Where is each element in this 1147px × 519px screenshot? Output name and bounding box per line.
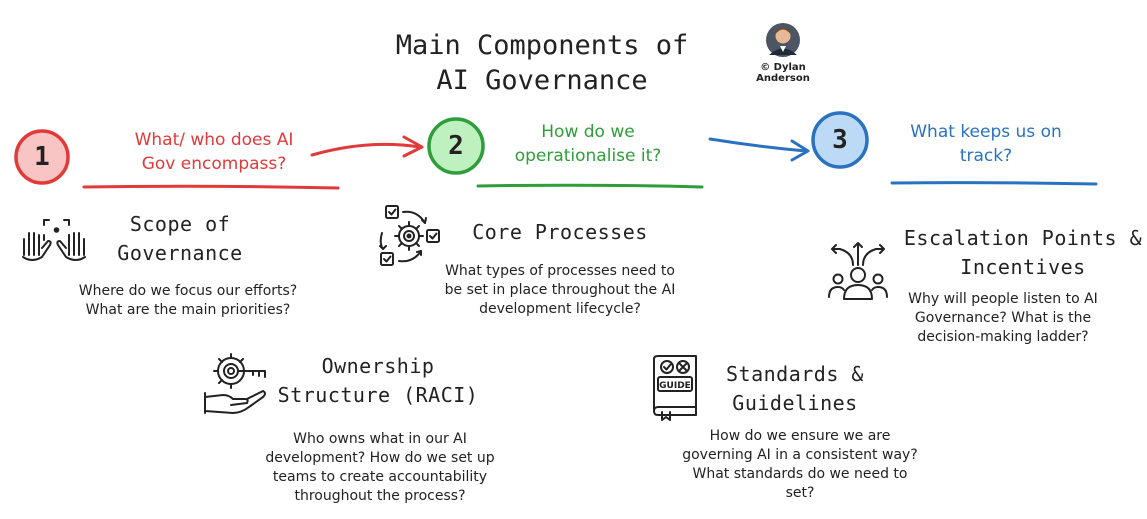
ownership-description: Who owns what in our AI development? How… [238,430,522,506]
avatar [766,23,800,57]
ownership-description-line-4: throughout the process? [294,488,466,504]
ownership-heading: Ownership Structure (RACI) [268,352,488,410]
step-1-number: 1 [34,142,50,172]
standards-description: How do we ensure we are governing AI in … [658,427,942,503]
scope-description-line-2: What are the main priorities? [85,302,291,318]
standards-description-line-4: set? [785,485,815,501]
step-2-badge [427,117,485,175]
author-badge: © Dylan Anderson [756,22,810,84]
arrow-1-to-2 [310,135,424,158]
step-1-question: What/ who does AI Gov encompass? [98,128,330,176]
standards-heading-line-2: Guidelines [732,391,858,415]
processes-description-line-1: What types of processes need to [445,263,675,279]
processes-description: What types of processes need to be set i… [420,262,700,319]
author-name-line-1: © Dylan [760,62,806,73]
step-3-question-line-2: track? [959,146,1013,166]
step-2-question-line-2: operationalise it? [514,146,662,166]
processes-description-line-2: be set in place throughout the AI [444,282,676,298]
ownership-heading-line-2: Structure (RACI) [277,383,479,407]
ownership-description-line-3: teams to create accountability [272,469,488,485]
step-2-question: How do we operationalise it? [482,120,694,168]
processes-description-line-3: development lifecycle? [479,301,641,317]
cycle-gear-icon [379,205,440,266]
gear-key-hand-icon [204,353,266,414]
step-1-question-line-1: What/ who does AI [134,130,294,150]
ownership-description-line-1: Who owns what in our AI [293,431,467,447]
standards-description-line-2: governing AI in a consistent way? [682,447,918,463]
author-name-line-2: Anderson [756,73,810,84]
step-3-question-line-1: What keeps us on [910,122,1062,142]
standards-description-line-3: What standards do we need to [692,466,908,482]
processes-heading: Core Processes [472,220,648,244]
escalation-heading-line-1: Escalation Points & [903,226,1143,250]
scope-description: Where do we focus our efforts? What are … [40,282,336,320]
guide-label: GUIDE [659,381,691,391]
step-1-badge [14,129,70,185]
escalation-description-line-3: decision-making ladder? [917,329,1089,345]
standards-heading-line-1: Standards & [726,362,864,386]
scope-heading-line-2: Governance [117,241,243,265]
step-2-question-line-1: How do we [541,122,635,142]
step-3-question: What keeps us on track? [880,120,1092,168]
step-3-underline [890,181,1098,186]
step-3-number: 3 [832,125,848,155]
hands-frame-icon [22,219,86,261]
step-1-underline [82,184,340,190]
escalation-description: Why will people listen to AI Governance?… [890,290,1116,347]
escalation-heading: Escalation Points & Incentives [900,224,1146,282]
arrow-2-to-3 [708,137,810,162]
title-line-2: AI Governance [436,65,648,96]
scope-heading-line-1: Scope of [129,212,231,236]
escalation-description-line-1: Why will people listen to AI [908,291,1098,307]
ownership-heading-line-1: Ownership [321,354,435,378]
scope-description-line-1: Where do we focus our efforts? [78,283,298,299]
escalation-description-line-2: Governance? What is the [914,310,1092,326]
guide-book-icon: GUIDE [653,355,697,421]
ownership-description-line-2: development? How do we set up [265,450,495,466]
step-2-underline [476,183,704,189]
step-2-number: 2 [448,131,464,161]
step-1-question-line-2: Gov encompass? [141,154,287,174]
title-line-1: Main Components of [395,30,689,61]
standards-description-line-1: How do we ensure we are [709,428,891,444]
standards-heading: Standards & Guidelines [710,360,880,418]
escalation-heading-line-2: Incentives [960,255,1086,279]
scope-heading: Scope of Governance [100,210,260,268]
step-3-badge [811,111,869,169]
diagram-title: Main Components of AI Governance [372,28,712,98]
person-arrows-icon [828,242,888,300]
